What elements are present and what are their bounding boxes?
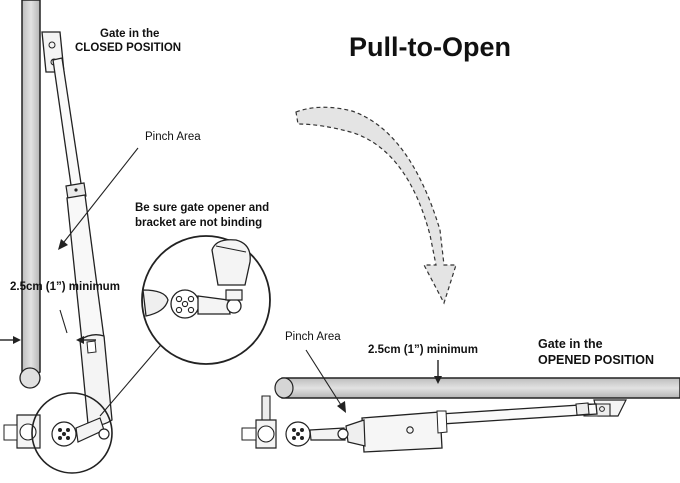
- opened-pinch-pointer: [305, 349, 346, 413]
- closed-position-heading-line1: Gate in the: [100, 28, 160, 40]
- opened-position-heading-line2: OPENED POSITION: [538, 353, 654, 367]
- closed-clearance-arrows: [0, 336, 96, 344]
- binding-note-line1: Be sure gate opener and: [135, 202, 270, 214]
- closed-gate-post: [21, 0, 41, 377]
- opened-pinch-area-label: Pinch Area: [285, 331, 341, 343]
- closed-pinch-pointer: [58, 147, 139, 250]
- closed-opener-arm: [52, 57, 113, 426]
- opened-clearance-label: 2.5cm (1”) minimum: [368, 344, 478, 356]
- binding-detail-inset: [141, 235, 271, 365]
- pull-direction-arrow: [295, 106, 457, 305]
- opened-opener-arm: [345, 402, 598, 453]
- closed-clearance-label: 2.5cm (1”) minimum: [10, 281, 120, 293]
- closed-leader-line: [59, 309, 68, 334]
- opened-bottom-hardware: [241, 395, 349, 449]
- opened-clearance-arrow: [434, 360, 442, 384]
- closed-pinch-area-label: Pinch Area: [145, 131, 201, 143]
- closed-position-heading-line2: CLOSED POSITION: [75, 42, 182, 54]
- opened-position-heading-line1: Gate in the: [538, 337, 603, 351]
- binding-note-line2: bracket are not binding: [135, 217, 263, 229]
- opened-gate-rail: [274, 377, 680, 399]
- closed-zoom-circle: [31, 392, 113, 474]
- diagram-title: Pull-to-Open: [349, 32, 511, 62]
